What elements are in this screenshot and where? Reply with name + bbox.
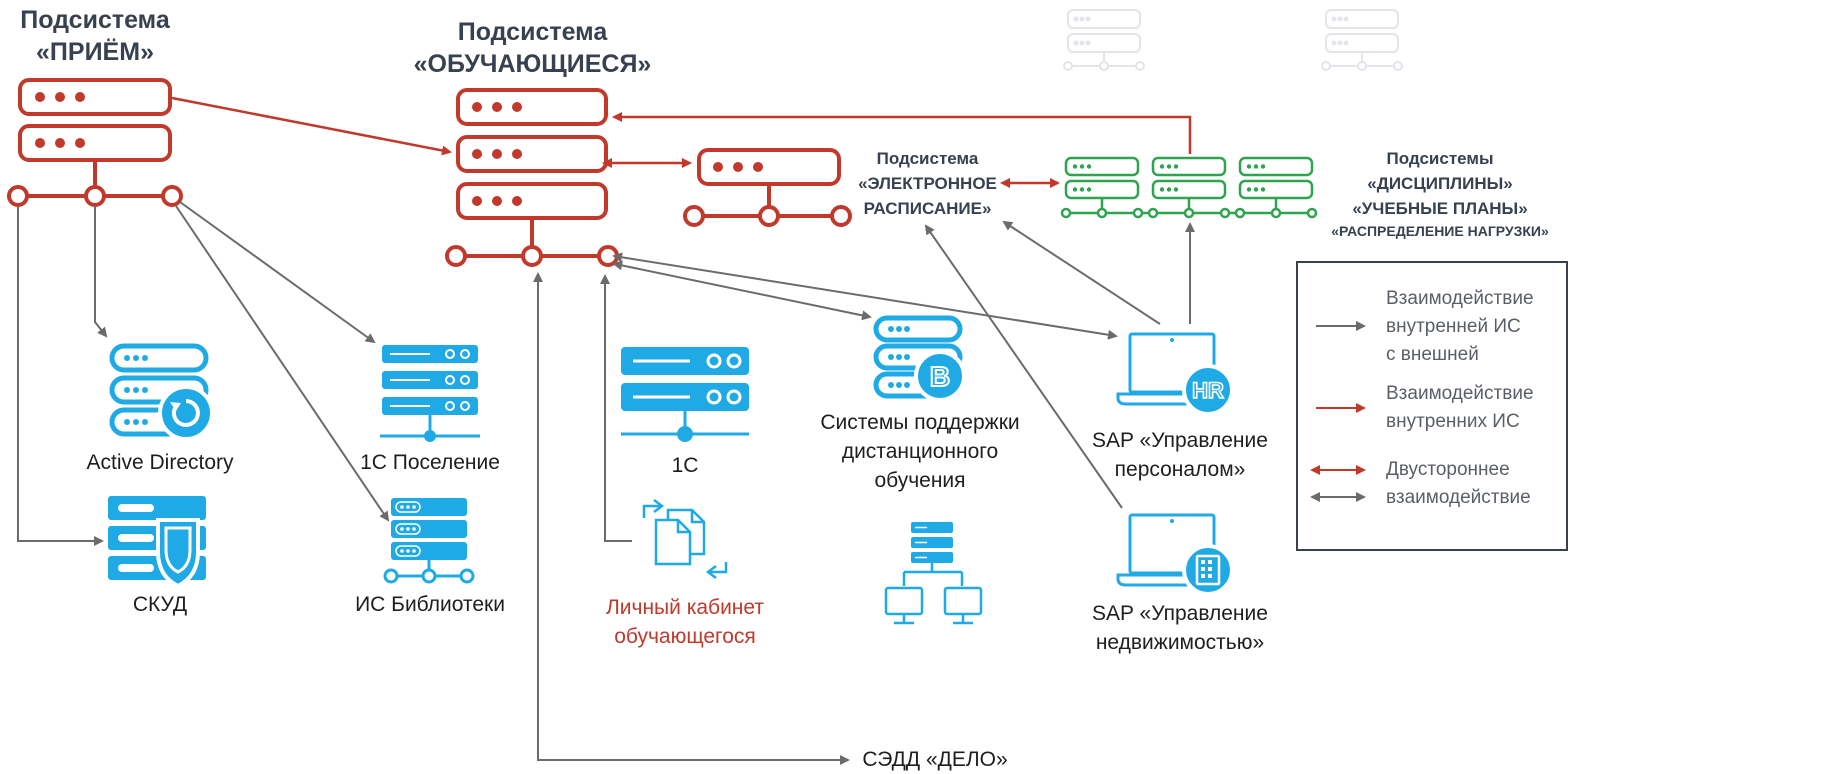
label-sap-re-line1: SAP «Управление (1092, 602, 1268, 625)
legend-item-bidirectional: Двустороннее взаимодействие (1386, 456, 1531, 512)
title-discipliny-line1: Подсистемы (1386, 149, 1494, 168)
faded-server-icon-1 (1063, 9, 1145, 71)
sap-hr-laptop-icon: HR (1116, 332, 1234, 416)
legend-item-external-line3: с внешней (1386, 344, 1479, 365)
raspisanie-server-icon (683, 148, 852, 227)
label-lk-line1: Личный кабинет (606, 596, 764, 619)
gray-arrows (17, 201, 1195, 765)
arrow-sap-re-to-raspisanie (924, 224, 1123, 509)
documents-sync-icon (642, 499, 728, 579)
label-is-biblioteki: ИС Библиотеки (355, 593, 505, 616)
skud-icon (108, 496, 206, 589)
label-sdo-line3: обучения (874, 469, 966, 492)
red-arrows (171, 96, 1192, 188)
label-sdo-line1: Системы поддержки (820, 411, 1020, 434)
label-lk-line2: обучающегося (614, 625, 756, 648)
title-raspisanie-line2: «ЭЛЕКТРОННОЕ (858, 174, 997, 193)
discipliny-servers-icon (1060, 156, 1318, 219)
sdo-server-icon: B (873, 315, 966, 402)
title-discipliny-line2: «ДИСЦИПЛИНЫ» (1367, 174, 1513, 193)
active-directory-icon (109, 343, 214, 441)
sap-re-laptop-icon (1116, 513, 1234, 596)
priem-server-icon (7, 78, 183, 207)
title-raspisanie-line3: РАСПИСАНИЕ» (863, 199, 992, 218)
legend-item-external: Взаимодействие внутренней ИС с внешней (1386, 285, 1534, 369)
legend-item-external-line2: внутренней ИС (1386, 316, 1521, 337)
label-skud: СКУД (132, 593, 188, 616)
label-sap-hr: SAP «Управление персоналом» (1080, 426, 1280, 484)
c1-poselenie-server-icon (380, 345, 480, 442)
label-sdo: Системы поддержки дистанционного обучени… (800, 408, 1040, 495)
legend-item-bidirectional-line2: взаимодействие (1386, 487, 1531, 508)
title-discipliny-line3: «УЧЕБНЫЕ ПЛАНЫ» (1352, 199, 1528, 218)
legend-item-internal-line2: внутренних ИС (1386, 411, 1520, 432)
faded-server-icon-2 (1321, 9, 1403, 71)
title-priem-line2: «ПРИЁМ» (36, 38, 154, 66)
is-biblioteki-server-icon (383, 498, 475, 584)
hr-badge-text: HR (1192, 378, 1224, 403)
label-c1-poselenie: 1С Поселение (360, 451, 500, 474)
label-sap-hr-line2: персоналом» (1114, 458, 1246, 481)
sedd-network-icon (884, 522, 983, 625)
legend-item-internal-line1: Взаимодействие (1386, 383, 1534, 404)
arrow-priem-to-skud (17, 206, 104, 546)
arrow-obuch-sap-hr (612, 252, 1118, 340)
c1-server-icon (621, 347, 749, 442)
arrow-priem-to-c1-poselenie (179, 201, 376, 344)
title-priem: Подсистема «ПРИЁМ» (0, 4, 190, 68)
label-sap-re: SAP «Управление недвижимостью» (1080, 599, 1280, 657)
title-priem-line1: Подсистема (20, 6, 170, 34)
arrow-priem-to-biblioteki (175, 205, 390, 522)
arrow-discipliny-to-obuch (612, 112, 1192, 154)
legend-item-bidirectional-line1: Двустороннее (1386, 459, 1510, 480)
obuch-server-icon (445, 88, 619, 267)
label-sap-hr-line1: SAP «Управление (1092, 429, 1268, 452)
title-obuch: Подсистема «ОБУЧАЮЩИЕСЯ» (400, 16, 665, 80)
arrow-sap-hr-to-raspisanie (1002, 220, 1161, 325)
title-obuch-line2: «ОБУЧАЮЩИЕСЯ» (413, 50, 652, 78)
arrow-obuch-sedd (533, 272, 850, 765)
label-sap-re-line2: недвижимостью» (1095, 631, 1265, 654)
arrow-obuch-lk (600, 274, 632, 542)
title-raspisanie: Подсистема «ЭЛЕКТРОННОЕ РАСПИСАНИЕ» (845, 146, 1010, 221)
title-obuch-line1: Подсистема (457, 18, 608, 46)
label-sedd: СЭДД «ДЕЛО» (862, 748, 1008, 771)
title-raspisanie-line1: Подсистема (876, 149, 979, 168)
label-active-directory: Active Directory (86, 451, 234, 474)
legend-box (1296, 261, 1568, 551)
title-discipliny: Подсистемы «ДИСЦИПЛИНЫ» «УЧЕБНЫЕ ПЛАНЫ» … (1310, 146, 1570, 241)
label-lk: Личный кабинет обучающегося (570, 593, 800, 651)
arrow-priem-to-obuch (171, 96, 452, 156)
arrow-priem-to-ad (94, 206, 108, 338)
label-c1: 1С (671, 454, 699, 477)
title-discipliny-line4: «РАСПРЕДЕЛЕНИЕ НАГРУЗКИ» (1331, 223, 1549, 239)
sdo-badge-letter: B (930, 361, 950, 392)
legend-item-external-line1: Взаимодействие (1386, 288, 1534, 309)
legend-item-internal: Взаимодействие внутренних ИС (1386, 380, 1534, 436)
label-sdo-line2: дистанционного (841, 440, 999, 463)
